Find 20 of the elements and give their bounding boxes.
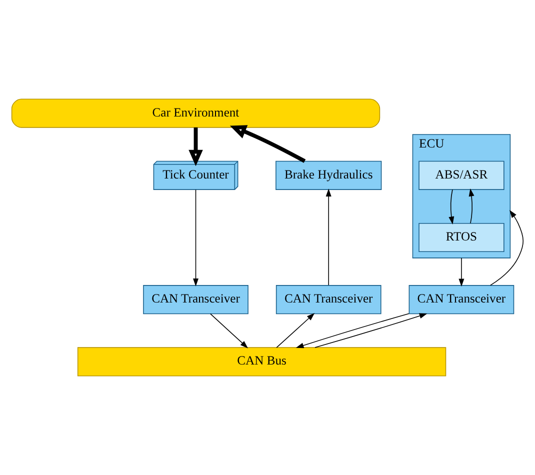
node-box: CAN Bus <box>77 347 446 376</box>
arrow <box>458 258 464 287</box>
arrow <box>326 188 332 286</box>
arrow <box>490 210 524 286</box>
arrow <box>188 128 203 166</box>
arrow <box>448 189 454 224</box>
arrow <box>210 313 248 348</box>
arrow <box>193 189 198 286</box>
node-box: CAN Transceiver <box>408 285 514 314</box>
arrow <box>276 313 315 348</box>
arrow <box>314 313 428 348</box>
node-box: Brake Hydraulics <box>276 160 382 190</box>
node-box: CAN Transceiver <box>143 285 248 314</box>
arrow <box>296 313 410 348</box>
node-box: Car Environment <box>11 98 380 128</box>
arrow <box>230 125 306 163</box>
node-box: CAN Transceiver <box>276 285 382 314</box>
node-box: RTOS <box>418 222 504 252</box>
node-box: ABS/ASR <box>418 160 504 190</box>
arrow <box>468 188 474 224</box>
